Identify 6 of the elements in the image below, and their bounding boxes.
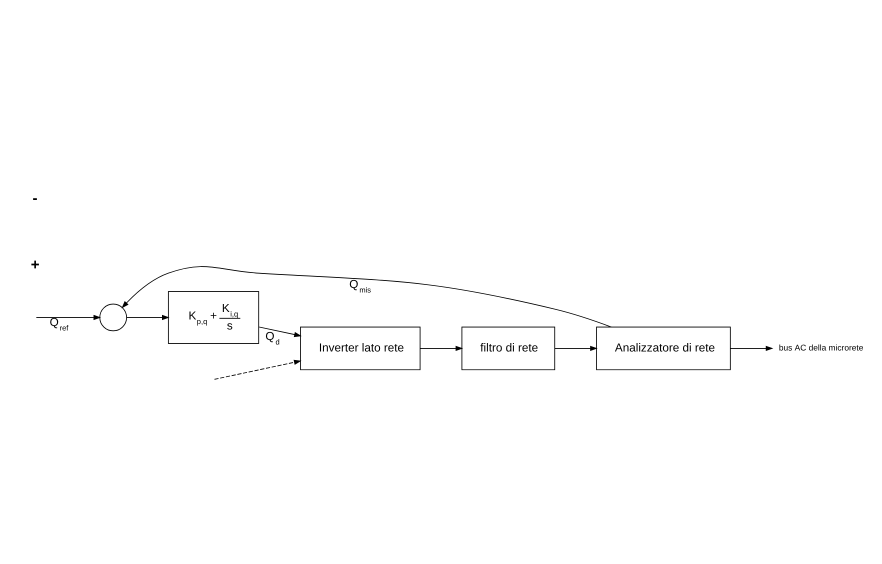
edge-label: Q$_{mis}$ (349, 277, 372, 294)
label: - (32, 190, 38, 207)
edge-label: Q$_{ref}$ (50, 316, 68, 332)
label: + (30, 256, 40, 273)
edge-label: Q$_{d}$ (265, 329, 280, 346)
node-text: bus AC della microrete (778, 342, 864, 352)
